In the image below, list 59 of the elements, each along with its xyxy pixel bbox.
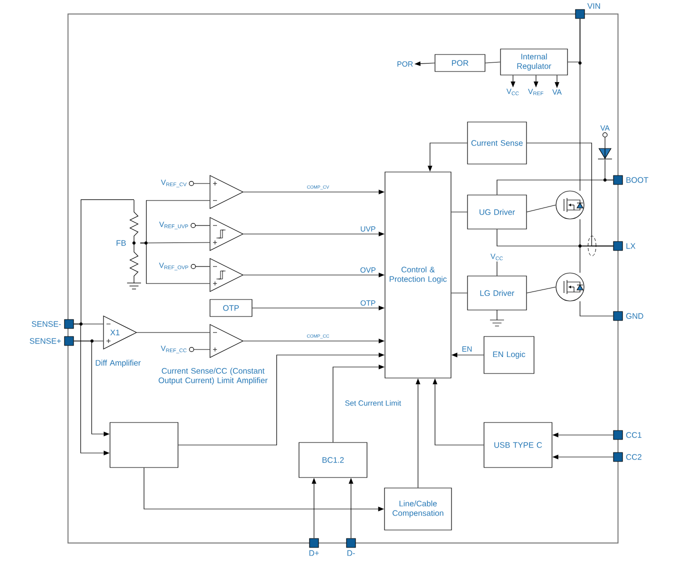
pin-label: D+ bbox=[309, 550, 319, 556]
amplifier-symbol bbox=[210, 258, 244, 292]
logic-box: EN Logic bbox=[484, 336, 534, 374]
connector-line bbox=[604, 160, 614, 180]
pin-label: LX bbox=[626, 243, 636, 249]
mosfet-symbol bbox=[556, 272, 584, 302]
pin-square bbox=[64, 319, 74, 329]
otp-box: OTP bbox=[210, 299, 252, 317]
logic-block: Control & Protection Logic bbox=[384, 172, 452, 378]
amplifier-symbol bbox=[210, 324, 244, 358]
diode-symbol bbox=[598, 148, 612, 160]
amplifier-label: X1 bbox=[110, 330, 120, 336]
pin-square bbox=[309, 538, 319, 548]
connector-line bbox=[195, 266, 210, 267]
pin-square bbox=[613, 430, 623, 440]
pin-label: CC1 bbox=[626, 432, 642, 438]
regulator-box: Internal Regulator bbox=[500, 48, 568, 76]
mosfet-symbol bbox=[556, 190, 584, 220]
current-sense-box: Current Sense bbox=[467, 122, 527, 164]
connector-line bbox=[451, 292, 468, 294]
pin-square bbox=[346, 538, 356, 548]
driver-box: UG Driver bbox=[467, 194, 527, 230]
node-caption: FB bbox=[116, 240, 126, 246]
protocol-box: BC1.2 bbox=[298, 442, 368, 478]
connector-line bbox=[580, 301, 614, 316]
driver-box: LG Driver bbox=[467, 276, 527, 310]
connector-line bbox=[136, 332, 210, 333]
node-caption: Current Sense/CC (Constant Output Current) Limit Amplifier bbox=[158, 368, 268, 385]
connector-line bbox=[526, 204, 556, 212]
pin-label: VIN bbox=[587, 3, 600, 9]
connector-line bbox=[193, 183, 210, 184]
connector-line bbox=[496, 261, 498, 276]
connector-line bbox=[485, 62, 500, 64]
connector-line bbox=[526, 142, 614, 246]
pin-square bbox=[575, 9, 585, 19]
pin-square bbox=[613, 452, 623, 462]
pin-label: BOOT bbox=[626, 177, 648, 183]
amplifier-symbol bbox=[210, 217, 244, 251]
pin-square bbox=[613, 311, 623, 321]
node-caption: Diff Amplifier bbox=[96, 360, 141, 368]
resistor-divider-drawing bbox=[126, 200, 142, 290]
pin-square bbox=[613, 175, 623, 185]
pin-label: CC2 bbox=[626, 454, 642, 460]
connector-line bbox=[140, 242, 210, 284]
connector-line bbox=[526, 286, 556, 294]
pin-square bbox=[613, 241, 623, 251]
protocol-box bbox=[110, 422, 178, 468]
pin-label: D- bbox=[347, 550, 355, 556]
connector-line bbox=[193, 349, 210, 350]
pin-label: GND bbox=[626, 313, 644, 319]
connector-line bbox=[604, 136, 606, 148]
pin-square bbox=[64, 336, 74, 346]
amplifier-symbol bbox=[210, 175, 244, 209]
pin-label: SENSE- bbox=[32, 321, 61, 327]
connector-line bbox=[195, 225, 210, 226]
compensation-box: Line/Cable Compensation bbox=[384, 488, 452, 530]
usb-block: USB TYPE C bbox=[484, 422, 552, 468]
por-box: POR bbox=[434, 54, 486, 72]
pin-label: SENSE+ bbox=[30, 338, 61, 344]
